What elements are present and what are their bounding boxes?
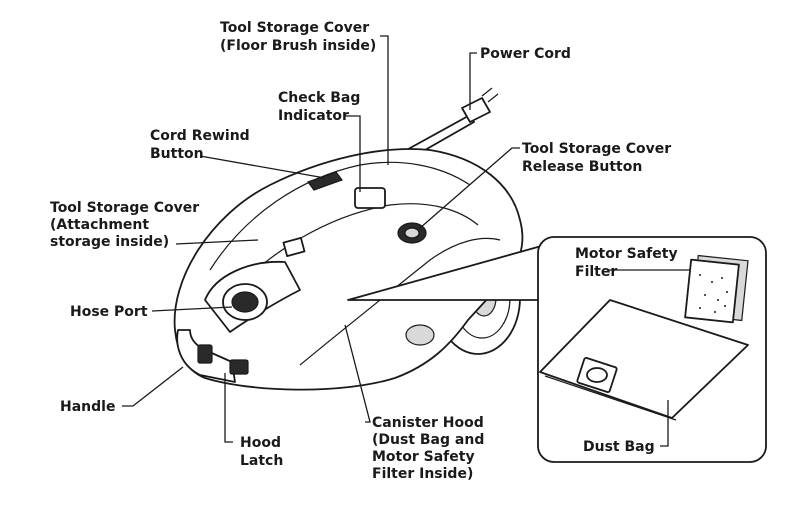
- part-labels: Tool Storage Cover (Floor Brush inside) …: [50, 20, 682, 482]
- label-hood-latch: Hood Latch: [240, 435, 286, 469]
- label-handle: Handle: [60, 399, 115, 415]
- label-attachment-cover: Tool Storage Cover (Attachment storage i…: [50, 200, 204, 250]
- parts-callout-panel: [347, 236, 767, 463]
- dust-bag-illustration: [539, 299, 749, 421]
- label-dust-bag: Dust Bag: [583, 439, 655, 455]
- motor-safety-filter-illustration: [684, 254, 749, 324]
- label-canister-hood: Canister Hood (Dust Bag and Motor Safety…: [372, 415, 489, 482]
- label-floor-brush-cover: Tool Storage Cover (Floor Brush inside): [220, 20, 376, 54]
- leader-lines: [122, 35, 690, 447]
- label-hose-port: Hose Port: [70, 304, 148, 320]
- label-release-button: Tool Storage Cover Release Button: [522, 141, 676, 175]
- label-power-cord: Power Cord: [480, 46, 571, 62]
- label-cord-rewind-button: Cord Rewind Button: [150, 128, 255, 162]
- label-motor-safety-filter: Motor Safety Filter: [575, 246, 682, 280]
- label-check-bag-indicator: Check Bag Indicator: [278, 90, 365, 124]
